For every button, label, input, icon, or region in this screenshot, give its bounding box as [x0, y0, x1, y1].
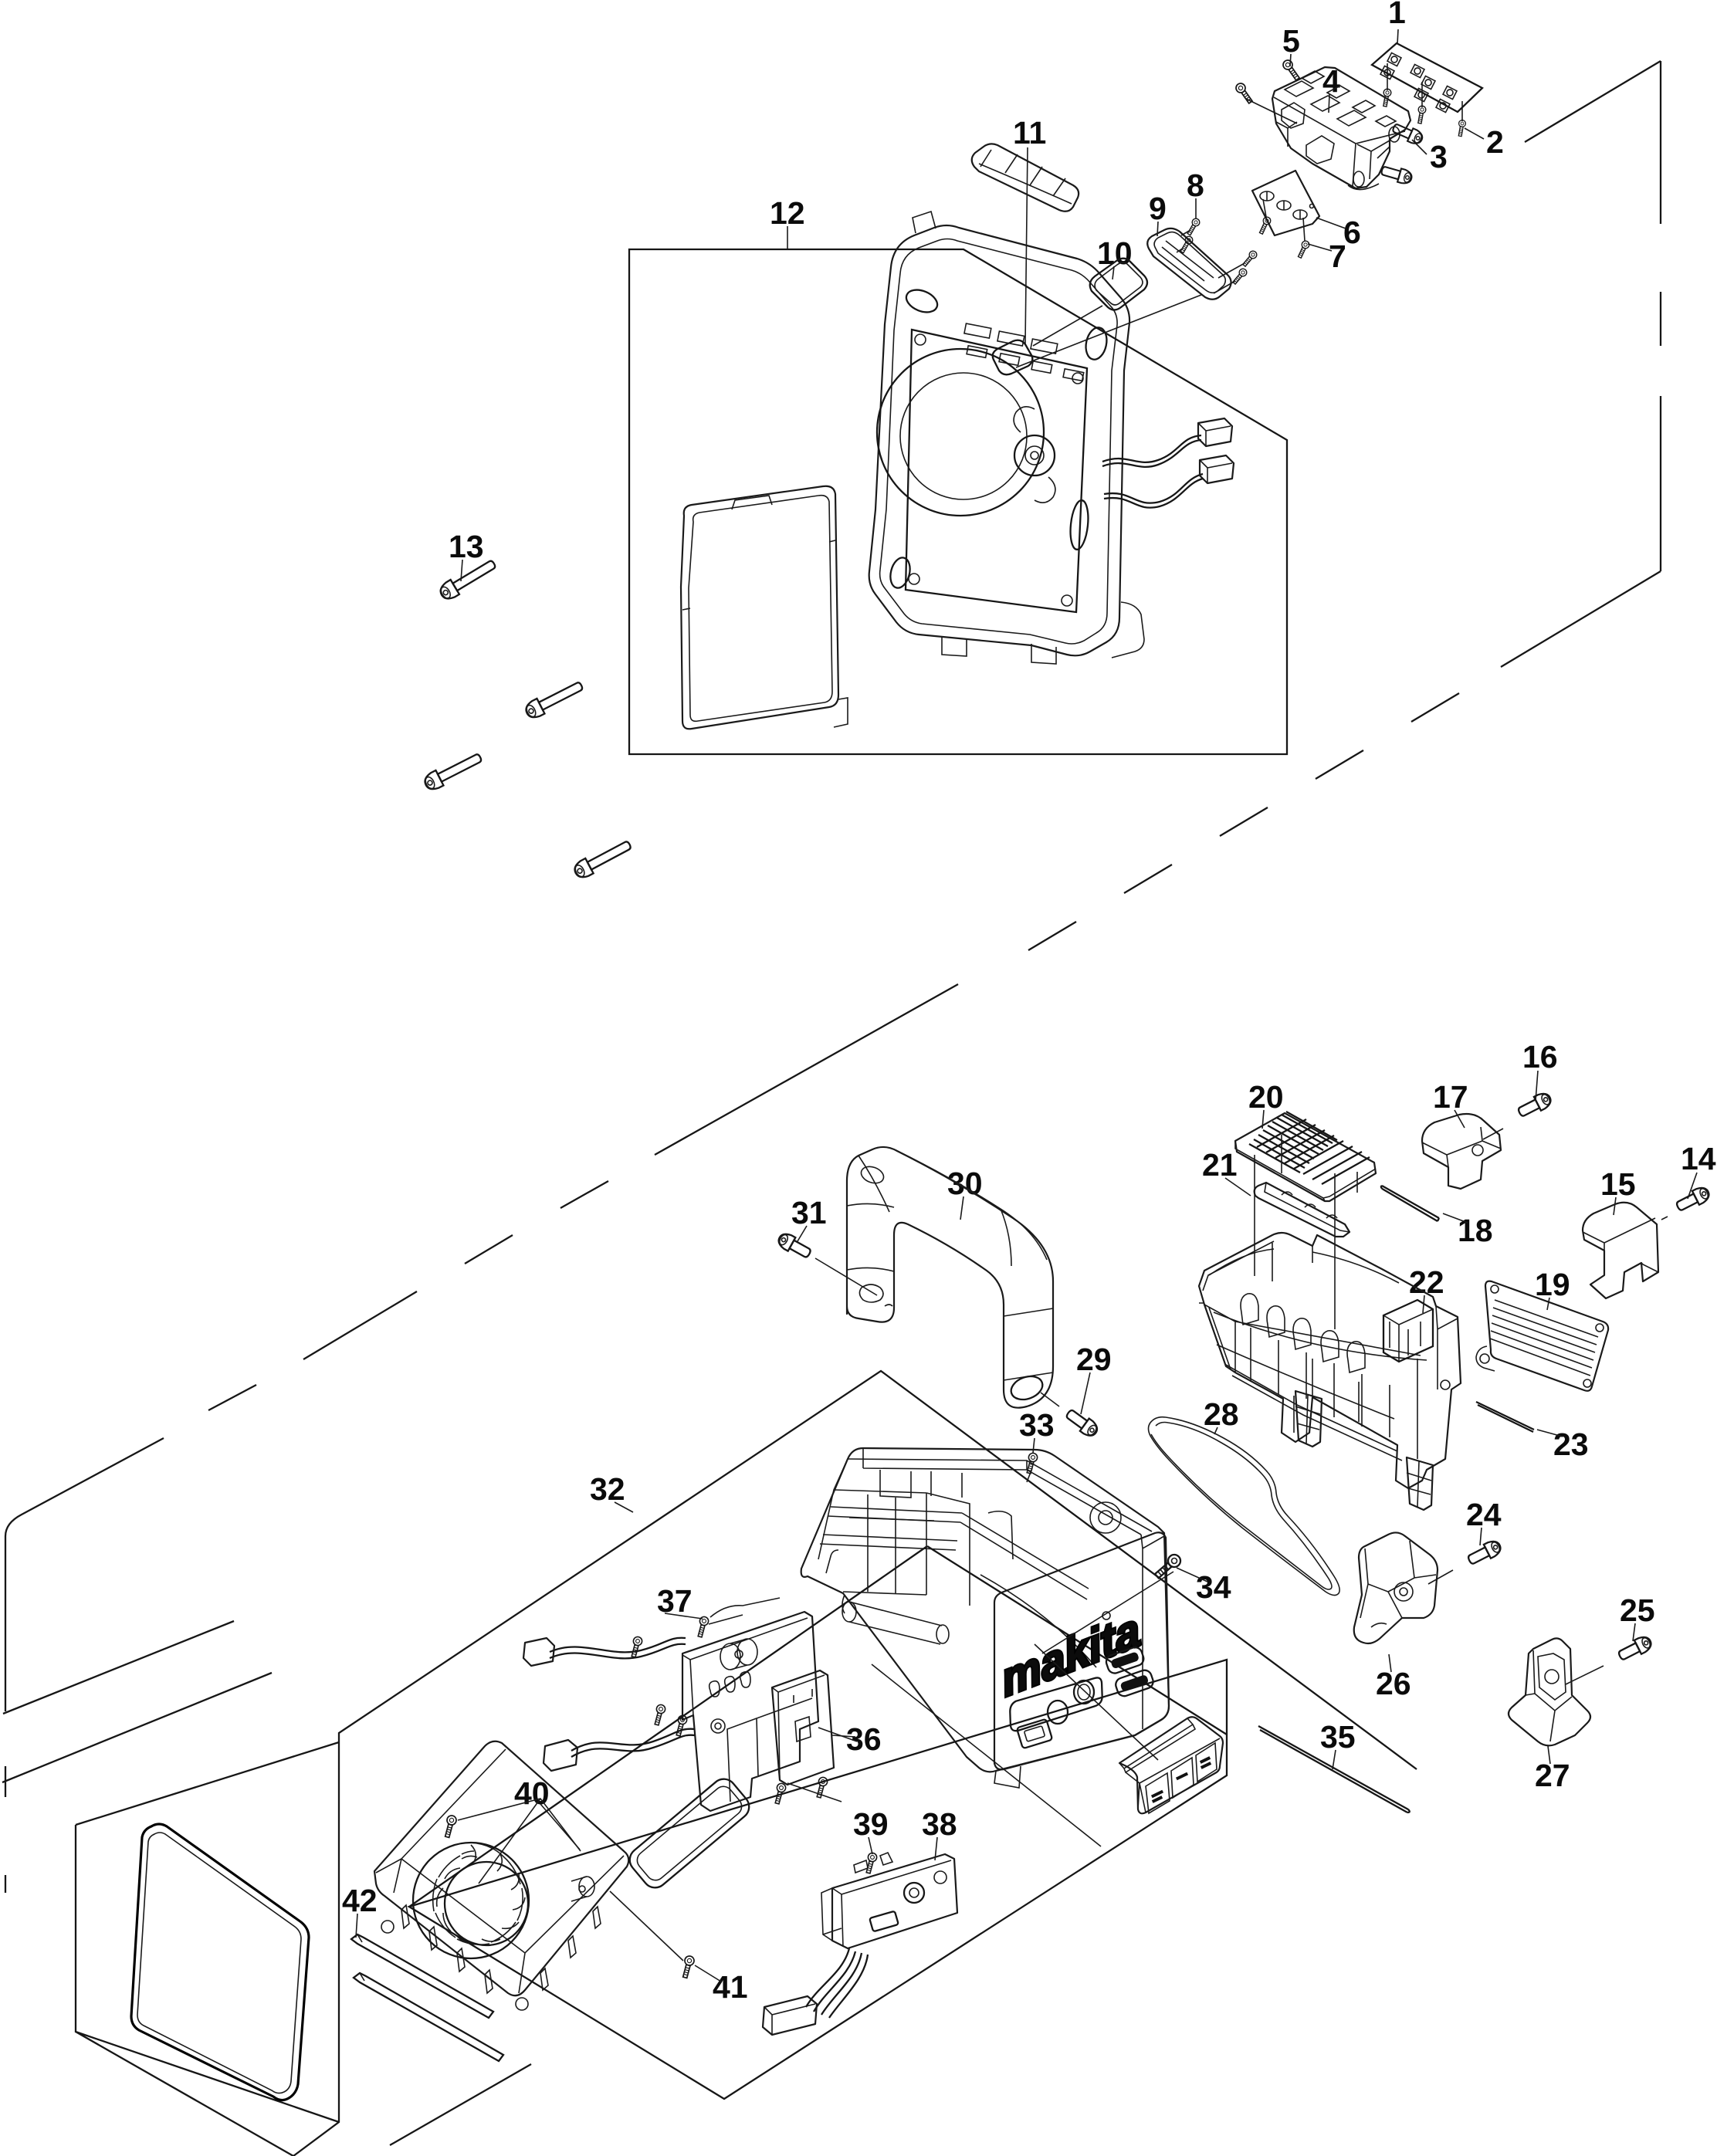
svg-text:18: 18	[1458, 1213, 1493, 1248]
svg-text:38: 38	[922, 1806, 957, 1842]
svg-text:7: 7	[1329, 239, 1346, 274]
svg-text:25: 25	[1620, 1592, 1655, 1628]
svg-text:28: 28	[1204, 1396, 1239, 1432]
svg-text:1: 1	[1388, 0, 1406, 30]
svg-text:13: 13	[449, 529, 484, 564]
svg-text:14: 14	[1681, 1141, 1716, 1176]
svg-text:4: 4	[1322, 63, 1340, 99]
svg-text:24: 24	[1466, 1497, 1502, 1532]
svg-text:10: 10	[1097, 235, 1133, 271]
svg-text:11: 11	[1013, 115, 1046, 151]
svg-text:20: 20	[1248, 1079, 1284, 1115]
svg-text:8: 8	[1187, 168, 1204, 203]
svg-text:31: 31	[791, 1195, 827, 1230]
svg-text:12: 12	[770, 195, 805, 231]
svg-text:33: 33	[1019, 1407, 1055, 1443]
svg-text:41: 41	[713, 1969, 748, 2005]
svg-text:34: 34	[1196, 1569, 1231, 1605]
svg-text:16: 16	[1522, 1039, 1558, 1075]
svg-text:21: 21	[1202, 1147, 1238, 1183]
svg-text:32: 32	[590, 1471, 625, 1507]
svg-text:35: 35	[1320, 1719, 1356, 1755]
svg-text:9: 9	[1149, 191, 1167, 226]
svg-text:15: 15	[1600, 1166, 1636, 1202]
svg-text:6: 6	[1343, 215, 1361, 250]
svg-text:40: 40	[514, 1775, 550, 1811]
svg-text:3: 3	[1430, 139, 1448, 174]
svg-text:27: 27	[1535, 1758, 1570, 1793]
svg-text:22: 22	[1409, 1264, 1444, 1300]
svg-text:5: 5	[1282, 23, 1300, 59]
svg-text:37: 37	[657, 1583, 693, 1619]
svg-text:29: 29	[1076, 1342, 1112, 1377]
svg-text:26: 26	[1376, 1666, 1411, 1701]
svg-text:17: 17	[1433, 1079, 1468, 1115]
svg-text:39: 39	[853, 1806, 889, 1842]
svg-text:19: 19	[1535, 1267, 1570, 1302]
svg-text:42: 42	[342, 1883, 378, 1918]
svg-text:2: 2	[1486, 124, 1504, 160]
svg-text:23: 23	[1553, 1427, 1589, 1462]
